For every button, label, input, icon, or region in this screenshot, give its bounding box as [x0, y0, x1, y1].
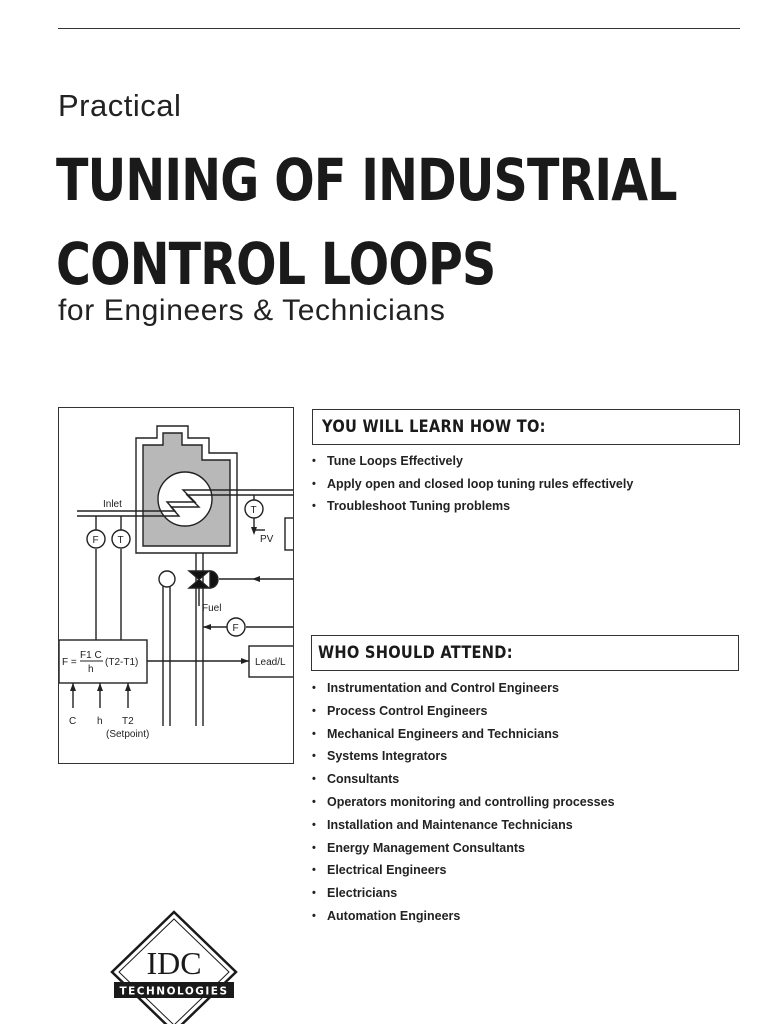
attend-section-header: WHO SHOULD ATTEND: [311, 635, 739, 671]
learn-section-title: YOU WILL LEARN HOW TO: [322, 417, 546, 437]
label-input-h: h [97, 716, 103, 727]
furnace-shell-outer [135, 425, 238, 554]
cover-title-line-1: TUNING OF INDUSTRIAL [56, 146, 678, 214]
list-item: Apply open and closed loop tuning rules … [312, 475, 633, 498]
logo-tagline-band [114, 982, 234, 998]
control-loop-diagram-svg: Inlet PV Fuel F T T F F = F1 C h (T2-T1)… [59, 425, 293, 740]
temperature-transmitter-inlet [111, 529, 131, 549]
cover-subtitle: for Engineers & Technicians [58, 294, 446, 327]
label-fuel: Fuel [202, 603, 221, 614]
fuel-valve [187, 570, 211, 589]
cover-title: TUNING OF INDUSTRIAL CONTROL LOOPS [56, 138, 678, 306]
coil-pipe-inner [77, 494, 293, 517]
formula-prefix: F = [62, 657, 77, 668]
attend-list: Instrumentation and Control Engineers Pr… [312, 679, 615, 930]
list-item: Electrical Engineers [312, 861, 615, 884]
formula-denominator: h [88, 664, 94, 675]
idc-logo: IDC TECHNOLOGIES [108, 910, 240, 1029]
logo-tagline: TECHNOLOGIES [119, 986, 228, 998]
label-setpoint: (Setpoint) [106, 729, 149, 740]
list-item: Energy Management Consultants [312, 839, 615, 862]
label-t-inlet: T [118, 535, 124, 546]
idc-logo-svg: IDC TECHNOLOGIES [110, 910, 238, 1029]
cover-kicker: Practical [58, 88, 182, 123]
label-pv: PV [260, 534, 274, 545]
label-input-c: C [69, 716, 76, 727]
valve-actuator [209, 570, 219, 589]
flow-transmitter-fuel [226, 617, 246, 637]
top-rule [58, 28, 740, 29]
list-item: Consultants [312, 770, 615, 793]
lead-lag-block [248, 645, 293, 678]
attend-section-title: WHO SHOULD ATTEND: [318, 643, 513, 663]
logo-diamond-outer [110, 910, 238, 1029]
label-f-fuel: F [233, 623, 239, 634]
logo-text: IDC [146, 945, 201, 981]
pv-block [284, 517, 293, 551]
pump-symbol [158, 570, 176, 588]
formula-suffix: (T2-T1) [105, 657, 138, 668]
list-item: Instrumentation and Control Engineers [312, 679, 615, 702]
list-item: Troubleshoot Tuning problems [312, 497, 633, 520]
list-item: Systems Integrators [312, 747, 615, 770]
learn-section-header: YOU WILL LEARN HOW TO: [312, 409, 740, 445]
label-input-t2: T2 [122, 716, 134, 727]
coil-pipe [77, 489, 293, 512]
list-item: Operators monitoring and controlling pro… [312, 793, 615, 816]
cover-title-line-2: CONTROL LOOPS [56, 230, 496, 298]
list-item: Process Control Engineers [312, 702, 615, 725]
list-item: Electricians [312, 884, 615, 907]
formula-numerator: F1 C [80, 650, 102, 661]
label-f-inlet: F [93, 535, 99, 546]
heater-coil [157, 471, 213, 527]
temperature-transmitter-outlet [244, 499, 264, 519]
list-item: Automation Engineers [312, 907, 615, 930]
list-item: Tune Loops Effectively [312, 452, 633, 475]
control-loop-diagram: Inlet PV Fuel F T T F F = F1 C h (T2-T1)… [58, 407, 294, 764]
label-lead-lag: Lead/L [255, 657, 286, 668]
list-item: Installation and Maintenance Technicians [312, 816, 615, 839]
label-inlet: Inlet [103, 499, 122, 510]
list-item: Mechanical Engineers and Technicians [312, 725, 615, 748]
learn-list: Tune Loops Effectively Apply open and cl… [312, 452, 633, 520]
label-t-outlet: T [251, 505, 257, 516]
flow-transmitter-inlet [86, 529, 106, 549]
